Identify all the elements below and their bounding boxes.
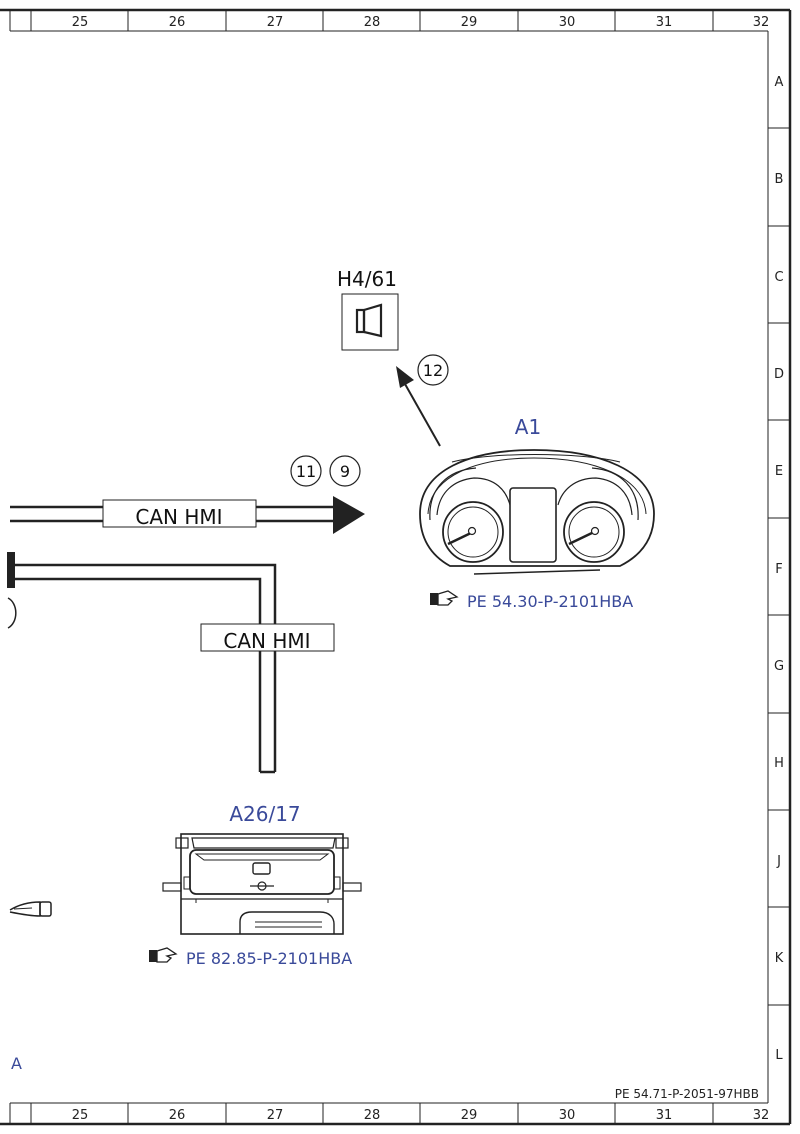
partial-reference-label: A [11,1054,22,1073]
column-label: 30 [559,1108,576,1123]
signal-number: 11 [296,462,316,481]
column-label: 31 [656,15,673,30]
connector-icon [9,901,52,917]
row-label: C [774,270,783,285]
speaker-icon [355,303,383,338]
column-label: 28 [364,1108,381,1123]
row-label: D [774,367,784,382]
sheet-frame [0,8,792,1126]
column-ruler-bottom: 25 26 27 28 29 30 31 32 [72,1108,770,1123]
column-label: 29 [461,1108,478,1123]
instrument-cluster-tag: A1 [515,415,541,439]
can-bus-lower: CAN HMI [7,552,335,774]
head-unit-reference[interactable]: PE 82.85-P-2101HBA [149,947,352,968]
pointing-hand-icon [149,947,178,963]
signal-arrow-12: 12 [396,354,449,447]
row-label: L [775,1048,783,1063]
column-label: 32 [753,15,770,30]
speaker-component[interactable]: H4/61 [337,267,399,351]
instrument-cluster-link[interactable]: PE 54.30-P-2101HBA [467,592,633,611]
row-label: G [774,659,784,674]
column-label: 27 [267,1108,284,1123]
row-label: A [775,75,784,90]
row-ruler-right: A B C D E F G H J K L [774,75,784,1063]
row-label: K [775,951,784,966]
signal-number: 12 [423,361,443,380]
can-bus-label: CAN HMI [223,629,310,653]
instrument-cluster-component[interactable]: A1 PE 54.30-P-2101HBA [419,415,655,611]
instrument-cluster-reference[interactable]: PE 54.30-P-2101HBA [430,590,633,611]
head-unit-tag: A26/17 [229,802,300,826]
speaker-tag: H4/61 [337,267,397,291]
column-label: 27 [267,15,284,30]
document-reference: PE 54.71-P-2051-97HBB [615,1087,759,1101]
column-label: 26 [169,15,186,30]
instrument-cluster-illustration [419,449,655,575]
row-label: H [774,756,784,771]
signal-badge-9: 9 [329,455,361,487]
column-ruler-top: 25 26 27 28 29 30 31 32 [72,15,770,30]
column-label: 25 [72,15,89,30]
head-unit-illustration [162,833,362,935]
column-label: 26 [169,1108,186,1123]
column-label: 30 [559,15,576,30]
row-label: B [775,172,784,187]
column-label: 28 [364,15,381,30]
column-label: 25 [72,1108,89,1123]
column-label: 31 [656,1108,673,1123]
column-label: 29 [461,15,478,30]
signal-badge-11: 11 [290,455,322,487]
column-label: 32 [753,1108,770,1123]
signal-number: 9 [340,462,350,481]
row-label: J [776,854,781,869]
head-unit-component[interactable]: A26/17 PE 82.8 [149,802,362,968]
row-label: E [775,464,783,479]
can-bus-upper: CAN HMI [10,496,365,534]
can-bus-label: CAN HMI [135,505,222,529]
pointing-hand-icon [430,590,459,606]
row-label: F [775,562,782,577]
head-unit-link[interactable]: PE 82.85-P-2101HBA [186,949,352,968]
